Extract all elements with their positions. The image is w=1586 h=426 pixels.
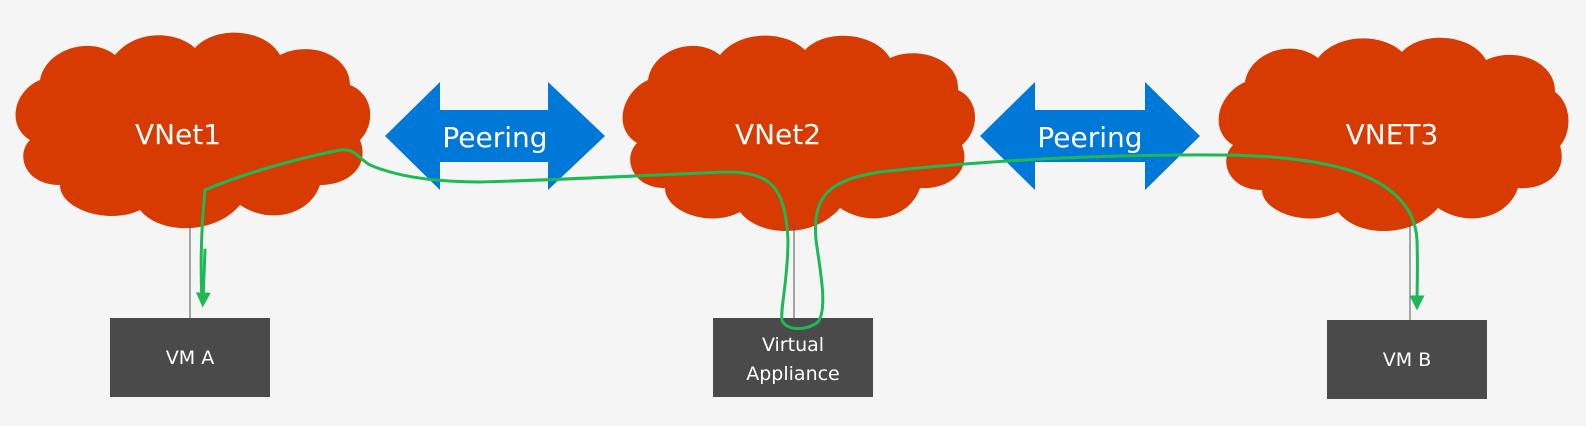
virtual-appliance-label-line1: Virtual (762, 334, 824, 356)
peering-arrow-1-shape (385, 82, 605, 190)
vm-a-box: VM A (110, 318, 270, 397)
peering-2-label: Peering (1037, 121, 1142, 154)
vm-a-rect (110, 318, 270, 397)
virtual-appliance-label-line2: Appliance (746, 363, 840, 385)
vnet2-cloud: VNet2 (622, 35, 976, 232)
traffic-route-vm-a-to-appliance (199, 148, 1425, 330)
vm-b-rect (1327, 320, 1487, 399)
peering-arrow-2-shape (980, 82, 1200, 190)
vnet1-cloud-shape (15, 32, 371, 229)
vnet1-cloud: VNet1 (15, 32, 371, 229)
virtual-appliance-box: Virtual Appliance (713, 318, 873, 397)
vm-b-box: VM B (1327, 320, 1487, 399)
traffic-route-arrow-vm-a (195, 248, 211, 308)
vnet3-cloud-shape (1218, 37, 1569, 232)
virtual-appliance-rect (713, 318, 873, 397)
peering-arrow-1: Peering (385, 82, 605, 190)
peering-arrow-2: Peering (980, 82, 1200, 190)
vnet2-label: VNet2 (735, 118, 821, 151)
vnet3-cloud: VNET3 (1218, 37, 1569, 232)
vm-a-label: VM A (166, 347, 214, 369)
vnet2-cloud-shape (622, 35, 976, 232)
peering-1-label: Peering (442, 121, 547, 154)
vm-b-label: VM B (1383, 349, 1431, 371)
vnet3-label: VNET3 (1346, 118, 1439, 151)
vnet1-label: VNet1 (135, 118, 221, 151)
